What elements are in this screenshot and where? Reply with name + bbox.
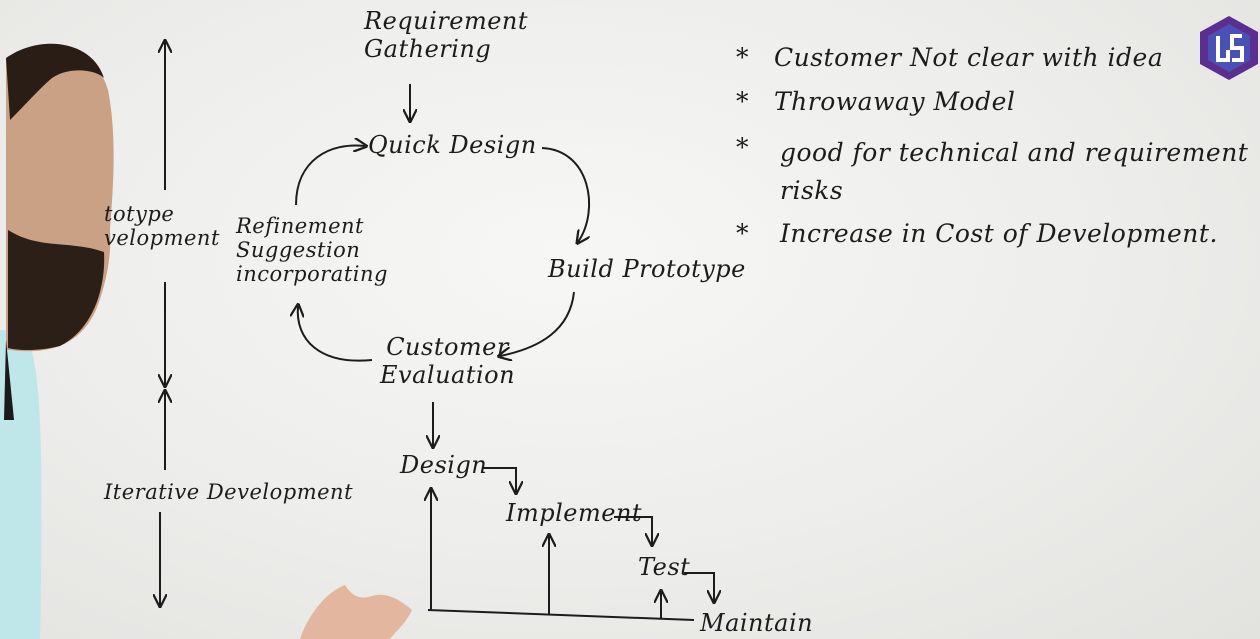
arrow-design-to-implement: [482, 467, 516, 492]
iterative-side-label: Iterative Development: [104, 480, 354, 504]
channel-logo: [1200, 16, 1258, 80]
note-bullet: *: [736, 87, 749, 116]
presenter-hand: [300, 585, 412, 639]
note-item: Increase in Cost of Development.: [780, 219, 1218, 248]
refinement-label: Refinement Suggestion incorporating: [236, 214, 388, 287]
test-label: Test: [638, 553, 691, 581]
arrow-implement-to-test: [614, 516, 652, 544]
note-bullet: *: [736, 133, 749, 162]
note-item: good for technical and requirement risks: [780, 138, 1249, 205]
arrow-refinement-to-quickdesign: [295, 145, 365, 206]
note-item: Throwaway Model: [774, 87, 1016, 116]
arrow-evaluation-to-refinement: [298, 306, 373, 362]
design-label: Design: [400, 451, 488, 479]
implement-label: Implement: [506, 499, 643, 527]
maintain-label: Maintain: [700, 609, 814, 637]
requirement-gathering-label: Requirement Gathering: [364, 7, 529, 63]
prototype-side-label: totype velopment: [104, 202, 220, 251]
presenter: [0, 43, 114, 639]
arrow-test-to-maintain: [684, 572, 714, 601]
arrow-build-to-evaluation: [500, 291, 575, 356]
note-bullet: *: [736, 219, 749, 248]
note-bullet: *: [736, 43, 749, 72]
quick-design-label: Quick Design: [368, 131, 537, 159]
customer-evaluation-label: Customer Evaluation: [380, 333, 516, 389]
arrow-quickdesign-to-build: [541, 147, 589, 242]
build-prototype-label: Build Prototype: [548, 255, 746, 283]
note-item: Customer Not clear with idea: [774, 43, 1164, 72]
waterfall-baseline: [427, 609, 695, 621]
